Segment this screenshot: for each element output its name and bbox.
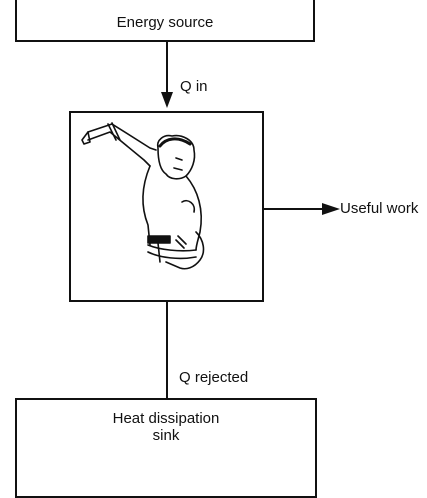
useful-work-arrow-line [264, 208, 326, 210]
useful-work-arrowhead [322, 203, 340, 215]
q-in-arrow-line [166, 42, 168, 94]
man-swinging-hammer-illustration [81, 122, 205, 270]
energy-source-box [15, 0, 315, 42]
q-rejected-line [166, 302, 168, 398]
useful-work-label: Useful work [340, 200, 419, 217]
heat-sink-label-line1: Heat dissipation [112, 410, 220, 427]
q-rejected-label: Q rejected [179, 369, 249, 386]
q-in-arrowhead [161, 92, 173, 108]
q-in-label: Q in [180, 78, 208, 95]
engine-box [69, 111, 264, 302]
heat-sink-label-line2: sink [152, 427, 180, 444]
energy-source-label: Energy source [116, 14, 214, 31]
